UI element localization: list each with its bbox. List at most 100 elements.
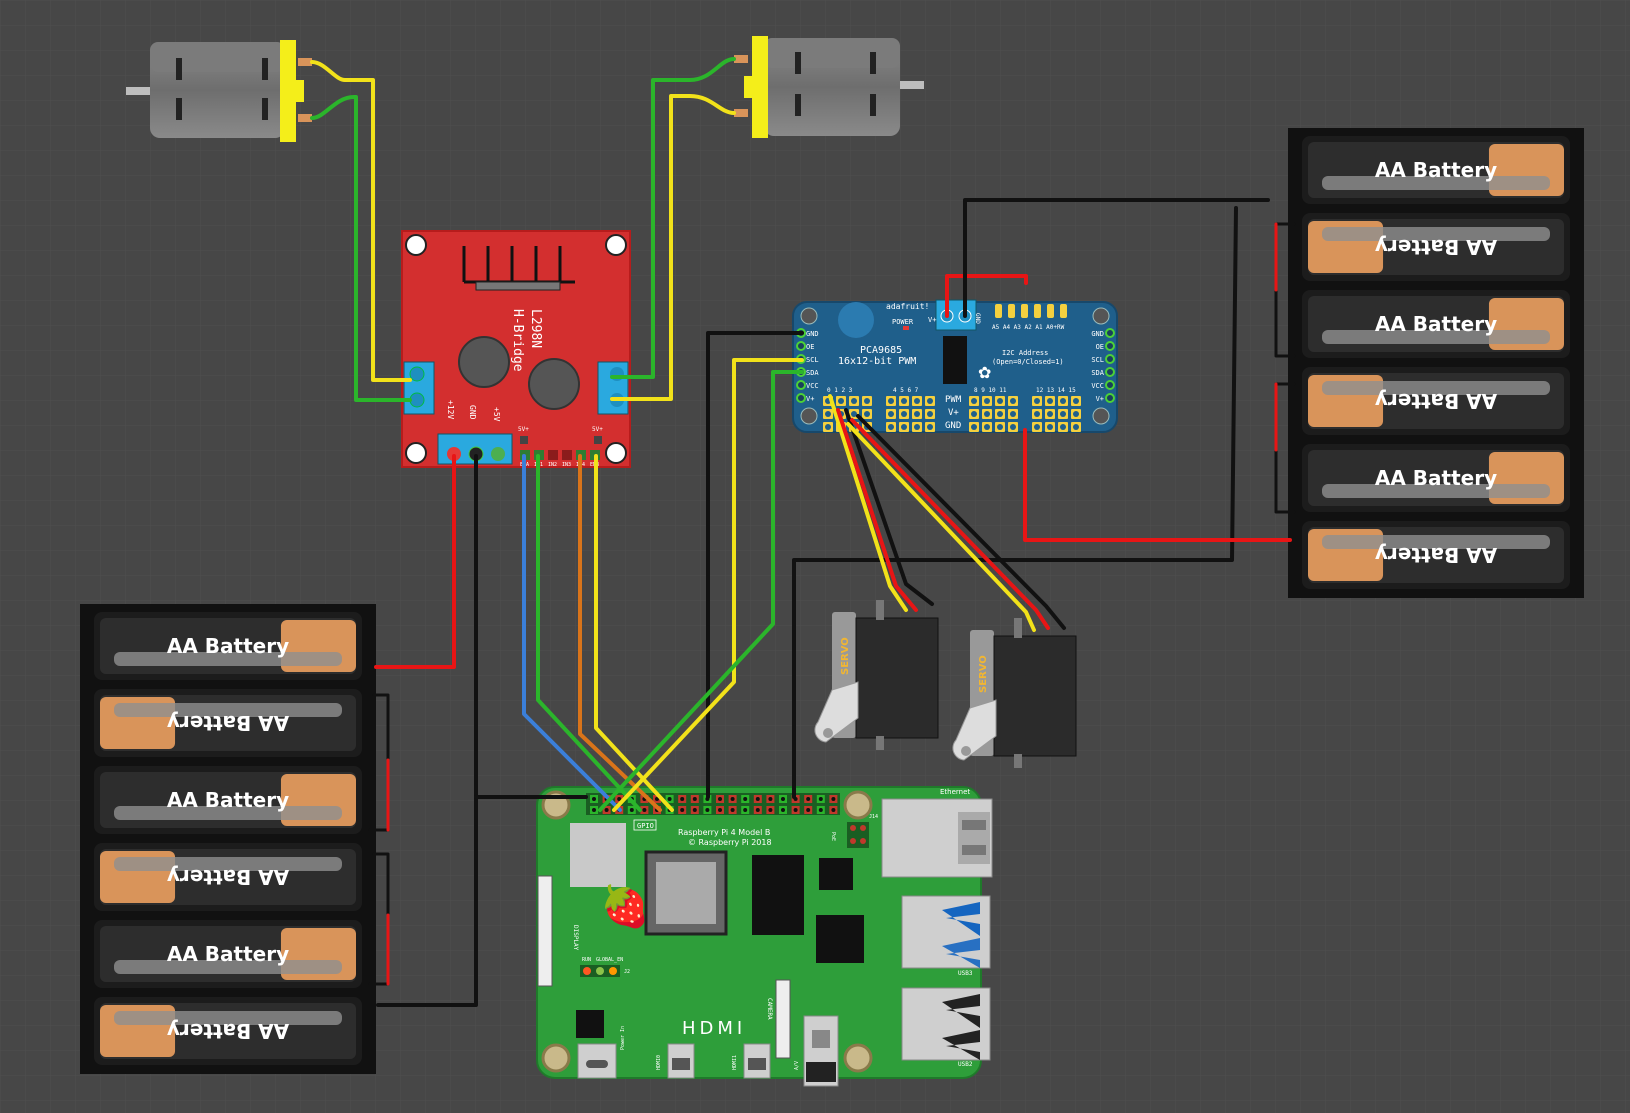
aa-battery: AA Battery (94, 766, 362, 834)
aa-battery: AA Battery (94, 689, 362, 757)
aa-battery: AA Battery (1302, 444, 1570, 512)
hdmi0-label: HDMI0 (656, 1055, 662, 1070)
aa-battery: AA Battery (94, 997, 362, 1065)
pin-label-in2: IN2 (548, 462, 557, 468)
wire-blue-in1 (522, 454, 622, 812)
pin-label-gnd: GND (468, 405, 477, 420)
wire-servo-left-yellow (828, 394, 908, 612)
pwm-brand: adafruit! (886, 302, 929, 311)
led-orange-icon (609, 967, 617, 975)
gpio-label: GPIO (637, 822, 654, 830)
pwm-right-pin-label: SDA (1091, 369, 1104, 377)
hbridge-title-line1: L298N (528, 309, 543, 348)
terminal-gnd-label: GND (974, 313, 981, 324)
pwm-left-pin-label: OE (806, 343, 814, 351)
adafruit-logo-icon: ✿ (978, 363, 991, 382)
battery-label: AA Battery (167, 942, 289, 966)
wire-red-12v (374, 454, 456, 669)
poe-label: PoE (830, 832, 836, 841)
camera-label: CAMERA (766, 998, 773, 1020)
pin-label-12v: +12V (446, 400, 455, 419)
battery-label: AA Battery (1375, 389, 1497, 413)
wifi-module (570, 823, 626, 887)
j2-label: J2 (624, 969, 630, 975)
wire-green-motor-b (610, 57, 736, 379)
wire-yellow-motor-b (610, 94, 736, 401)
wire-green-in2 (536, 454, 642, 812)
wire-yellow-scl (612, 358, 804, 812)
raspberry-pi-4[interactable]: GPIO Raspberry Pi 4 Model B © Raspberry … (536, 786, 993, 1087)
wire-black-batt-pi (792, 206, 1238, 799)
channel-group-0-3: 0 1 2 3 (827, 387, 853, 394)
pwm-left-pin-label: VCC (806, 382, 819, 390)
aa-battery: AA Battery (1302, 213, 1570, 281)
servo-right[interactable]: SERVO (952, 618, 1077, 768)
battery-label: AA Battery (1375, 158, 1497, 182)
run-led-label: RUN (582, 957, 591, 963)
row-label-gnd: GND (945, 421, 961, 431)
battery-label: AA Battery (1375, 543, 1497, 567)
pwm-power-label: POWER (892, 318, 914, 326)
display-label: DISPLAY (572, 925, 579, 951)
pin-label-5v: +5V (492, 407, 501, 422)
wire-yellow-motor-a (310, 60, 412, 382)
pwm-left-pin-label: SCL (806, 356, 819, 364)
j14-label: J14 (869, 814, 878, 820)
pi-model-label: Raspberry Pi 4 Model B (678, 828, 770, 837)
battery-label: AA Battery (167, 634, 289, 658)
pin-label-in3: IN3 (562, 462, 571, 468)
wire-black-pwm-gnd-batt (963, 198, 1270, 318)
servo-left[interactable]: SERVO (814, 600, 939, 750)
aa-battery: AA Battery (1302, 521, 1570, 589)
battery-pack-left[interactable]: AA Battery AA Battery AA Battery AA Battery… (80, 604, 376, 1074)
wire-yellow-in4 (594, 454, 674, 812)
wire-servo-left-black (844, 408, 934, 606)
aa-battery: AA Battery (1302, 136, 1570, 204)
hbridge-title-line2: H-Bridge (510, 309, 525, 372)
pwm-right-pin-label: V+ (1096, 395, 1104, 403)
usb2-label: USB2 (958, 1061, 973, 1068)
ethernet-label: Ethernet (940, 788, 970, 796)
pwm-right-pin-label: VCC (1091, 382, 1104, 390)
l298n-h-bridge[interactable]: L298N H-Bridge +12V GND +5V 5V+ 5V+ ENA … (401, 230, 631, 468)
servo-left-label: SERVO (840, 637, 851, 675)
pin-label-5v-right: 5V+ (592, 426, 603, 433)
wire-orange-in3 (578, 454, 662, 812)
aa-battery: AA Battery (94, 612, 362, 680)
battery-label: AA Battery (167, 865, 289, 889)
display-connector (537, 875, 553, 987)
row-label-pwm: PWM (945, 395, 962, 405)
led-green-icon (596, 967, 604, 975)
battery-pack-right[interactable]: AA Battery AA Battery AA Battery AA Battery… (1288, 128, 1584, 598)
pca9685-pwm-board[interactable]: adafruit! POWER V+ GND PCA9685 16x12-bit… (792, 299, 1118, 433)
servo-right-label: SERVO (978, 655, 989, 693)
hdmi1-label: HDMI1 (732, 1055, 738, 1070)
channel-group-8-11: 8 9 10 11 (974, 387, 1007, 394)
battery-label: AA Battery (167, 711, 289, 735)
wire-servo-right-black (856, 414, 1066, 630)
wire-red-pwm-vplus (945, 274, 1028, 318)
wire-green-sda (598, 370, 804, 812)
dc-motor-right[interactable] (734, 36, 924, 138)
dc-motor-left[interactable] (126, 40, 312, 142)
led-red-icon (583, 967, 591, 975)
ram-chip (752, 855, 804, 935)
i2c-address-title: I2C Address (1002, 349, 1048, 357)
pca9685-chip (943, 336, 967, 384)
pwm-left-pin-label: SDA (806, 369, 819, 377)
pwm-subtitle: 16x12-bit PWM (838, 356, 916, 367)
wire-black-gnd-hbridge (376, 454, 478, 1007)
audio-label: A/V (794, 1061, 800, 1070)
pwm-right-pin-label: GND (1091, 330, 1104, 338)
gpio-header[interactable] (586, 793, 840, 815)
aa-battery: AA Battery (94, 920, 362, 988)
i2c-address-note: (Open=0/Closed=1) (992, 358, 1064, 366)
address-pin-labels: A5 A4 A3 A2 A1 A0+RW (992, 324, 1065, 331)
wire-servo-left-red (836, 408, 918, 612)
wire-black-pwm-gnd (706, 331, 804, 799)
row-label-vplus: V+ (948, 408, 959, 418)
wire-servo-right-yellow (846, 422, 1036, 632)
wire-servo-right-red (850, 418, 1050, 630)
